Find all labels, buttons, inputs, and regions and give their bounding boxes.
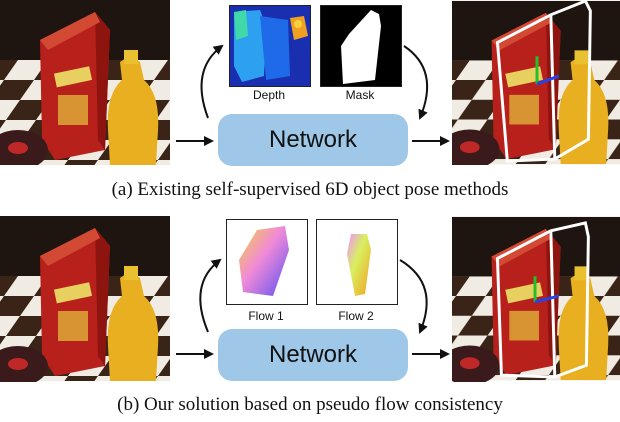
arrow-curve-left-b: [199, 258, 222, 333]
mask-label: Mask: [345, 88, 375, 102]
caption-a: (a) Existing self-supervised 6D object p…: [111, 179, 509, 200]
flow1-image: [226, 219, 308, 305]
arrow-curve-right-a: [403, 45, 429, 120]
input-photo-b: [0, 215, 170, 382]
input-photo-a: [0, 0, 170, 165]
output-photo-b: [452, 215, 620, 382]
arrow-curve-left-a: [200, 44, 224, 119]
arrow-curve-right-b: [399, 259, 428, 334]
flow1-label: Flow 1: [248, 309, 284, 323]
flow2-image: [316, 219, 398, 305]
network-box-a: Network: [218, 114, 408, 166]
caption-b: (b) Our solution based on pseudo flow co…: [117, 394, 503, 415]
flow2-label: Flow 2: [338, 309, 374, 323]
depth-label: Depth: [252, 88, 286, 102]
output-photo-a: [452, 0, 620, 165]
network-box-b: Network: [218, 329, 408, 381]
mask-image: [320, 5, 402, 87]
depth-map-image: [229, 5, 311, 87]
